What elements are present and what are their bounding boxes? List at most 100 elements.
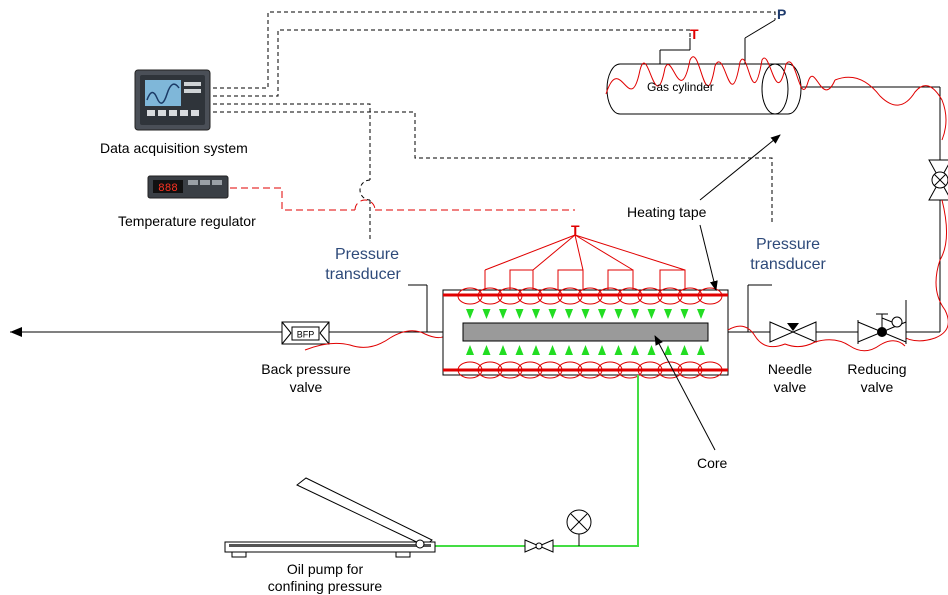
back-pressure-valve-label-2: valve	[289, 379, 323, 395]
confining-arrow-up	[664, 345, 672, 355]
reducing-valve-label-2: valve	[860, 379, 894, 395]
confining-arrow-down	[598, 309, 606, 319]
heating-coil-loop	[597, 361, 623, 379]
data-acquisition-device	[134, 69, 211, 131]
temperature-regulator-label: Temperature regulator	[118, 213, 256, 229]
heating-coil-loop	[637, 287, 663, 305]
confining-arrow-up	[499, 345, 507, 355]
pressure-transducer-left-line1: Pressure	[334, 246, 400, 263]
dashed-signal-lines	[213, 11, 776, 240]
heating-coil-loop	[457, 287, 483, 305]
heating-wire-right	[899, 199, 948, 342]
heating-coil-loop	[477, 361, 503, 379]
core-temperature-mark: T	[571, 222, 580, 238]
back-pressure-valve-label-1: Back pressure	[261, 361, 351, 377]
heating-coil-loop	[577, 361, 603, 379]
regulator-line-hop	[354, 199, 376, 211]
confining-arrow-down	[664, 309, 672, 319]
needle-valve	[769, 321, 817, 343]
pressure-gauge	[566, 509, 592, 546]
svg-text:888: 888	[158, 183, 178, 195]
heating-coil-loop	[577, 287, 603, 305]
reducing-valve-label-1: Reducing	[847, 361, 907, 377]
confining-arrow-down	[482, 309, 491, 319]
heating-coil-loop	[677, 287, 703, 305]
confining-arrow-up	[614, 345, 623, 355]
pressure-transducer-left-line2: transducer	[325, 266, 401, 283]
confining-arrow-up	[548, 345, 557, 355]
confining-arrow-down	[565, 309, 573, 319]
confining-arrow-down	[515, 309, 524, 319]
confining-arrow-down	[614, 309, 623, 319]
confining-arrow-down	[548, 309, 557, 319]
heating-coil-loop	[557, 287, 583, 305]
heating-tape-label: Heating tape	[627, 204, 707, 220]
outlet-arrow	[10, 327, 22, 337]
confining-pressure-arrows-top	[466, 309, 705, 319]
heating-wire-cylinder	[605, 56, 836, 95]
regulator-signal-line	[230, 187, 355, 211]
heating-coil-loop	[537, 287, 563, 305]
heating-coil-loop	[477, 287, 503, 305]
confining-arrow-down	[697, 309, 705, 319]
confining-arrow-down	[532, 309, 540, 319]
data-acquisition-label: Data acquisition system	[100, 140, 248, 156]
confining-arrow-up	[680, 345, 689, 355]
heating-coil-loop	[517, 361, 543, 379]
confining-arrow-down	[581, 309, 590, 319]
heating-tape-arrow-cylinder	[699, 134, 781, 201]
heating-coil-loop	[637, 361, 663, 379]
oil-pump	[224, 477, 436, 558]
core-label: Core	[697, 455, 728, 471]
bfp-label: BFP	[297, 330, 315, 340]
reducing-valve	[857, 300, 907, 344]
temperature-regulator-device: 888	[147, 175, 229, 199]
cylinder-temperature-mark: T	[690, 26, 699, 42]
oil-pump-label-2: confining pressure	[267, 578, 383, 594]
heating-wire-valves	[727, 325, 906, 352]
heating-tape-arrow-core	[699, 224, 718, 291]
confining-pressure-arrows-bottom	[466, 345, 705, 355]
confining-arrow-down	[466, 309, 474, 319]
heating-wire-cylinder-2	[834, 76, 947, 141]
confining-arrow-up	[532, 345, 540, 355]
heating-coils-top	[457, 287, 723, 305]
heating-coil-loop	[457, 361, 483, 379]
cylinder-outlet-valve	[928, 159, 948, 201]
heating-coil-loop	[497, 361, 523, 379]
confining-arrow-up	[482, 345, 491, 355]
oil-line	[432, 375, 639, 547]
confining-arrow-up	[647, 345, 656, 355]
confining-arrow-down	[499, 309, 507, 319]
heating-coil-loop	[557, 361, 583, 379]
heating-coils-bottom	[457, 361, 723, 379]
heating-coil-loop	[617, 361, 643, 379]
confining-arrow-down	[680, 309, 689, 319]
heating-coil-loop	[517, 287, 543, 305]
heating-coil-loop	[617, 287, 643, 305]
confining-arrow-down	[647, 309, 656, 319]
gas-cylinder-label: Gas cylinder	[647, 80, 714, 94]
pressure-transducer-right-line1: Pressure	[755, 236, 821, 253]
cylinder-pressure-mark: P	[777, 6, 787, 22]
thermocouple-lines	[484, 234, 686, 290]
needle-valve-label-1: Needle	[767, 361, 813, 377]
heating-coil-loop	[677, 361, 703, 379]
needle-valve-label-2: valve	[773, 379, 807, 395]
confining-arrow-up	[565, 345, 573, 355]
pressure-transducer-right-line2: transducer	[750, 256, 826, 273]
core-arrow	[654, 335, 716, 451]
oil-pump-label-1: Oil pump for	[286, 561, 364, 577]
confining-arrow-up	[631, 345, 639, 355]
flow-lines	[10, 86, 941, 333]
heating-coil-loop	[597, 287, 623, 305]
confining-arrow-down	[631, 309, 639, 319]
confining-arrow-up	[581, 345, 590, 355]
heating-coil-loop	[657, 287, 683, 305]
confining-arrow-up	[697, 345, 705, 355]
confining-arrow-up	[466, 345, 474, 355]
back-pressure-valve	[281, 321, 330, 345]
heating-coil-loop	[657, 361, 683, 379]
confining-arrow-up	[598, 345, 606, 355]
